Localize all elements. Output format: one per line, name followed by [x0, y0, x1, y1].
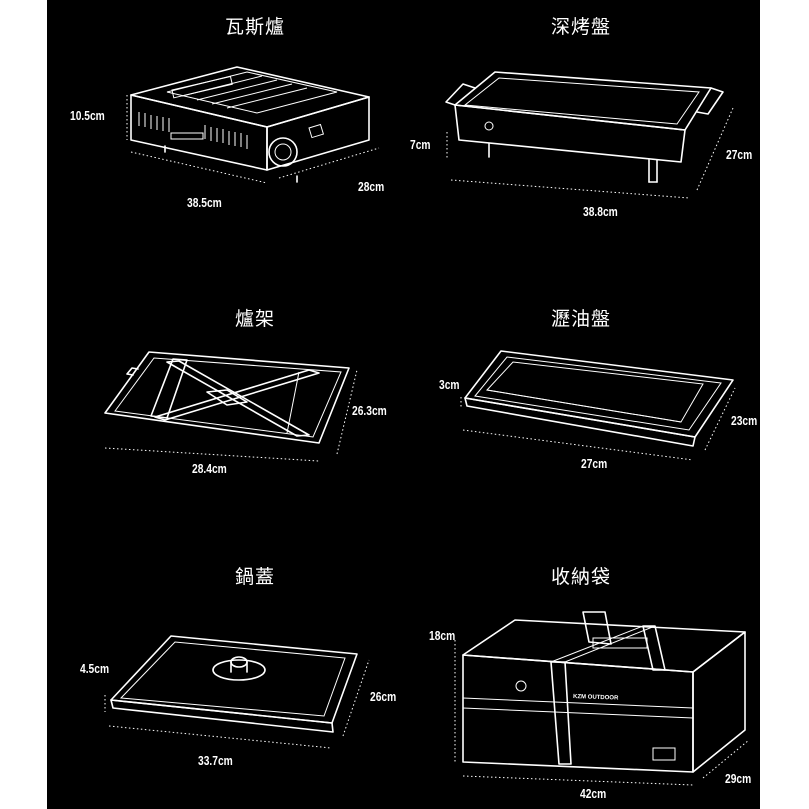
- lid-cell: 鍋蓋 4.5cm 33.7cm 26cm: [47, 540, 403, 809]
- deep-tray-cell: 深烤盤 7cm 38.8cm 27cm: [403, 0, 759, 270]
- product-dimensions-panel: 瓦斯爐: [47, 0, 760, 809]
- storage-bag-title: 收納袋: [550, 566, 611, 588]
- drip-tray-length: 27cm: [581, 457, 608, 471]
- deep-tray-length: 38.8cm: [583, 205, 618, 219]
- bag-brand-label: KZM OUTDOOR: [573, 694, 619, 702]
- gas-stove-title: 瓦斯爐: [224, 16, 285, 38]
- storage-bag-illustration: KZM OUTDOOR: [454, 611, 750, 786]
- storage-bag-cell: 收納袋 KZM OUTDOOR: [403, 540, 759, 809]
- storage-bag-width: 29cm: [725, 772, 752, 786]
- drip-tray-cell: 瀝油盤 3cm 27cm 23cm: [403, 270, 759, 540]
- deep-tray-illustration: [445, 71, 734, 199]
- storage-bag-height: 18cm: [429, 629, 456, 643]
- lid-title: 鍋蓋: [234, 566, 275, 588]
- drip-tray-height: 3cm: [439, 378, 460, 392]
- gas-stove-height: 10.5cm: [70, 109, 105, 123]
- lid-length: 33.7cm: [198, 754, 233, 768]
- gas-stove-cell: 瓦斯爐: [47, 0, 403, 270]
- grill-rack-title: 爐架: [234, 308, 275, 330]
- storage-bag-length: 42cm: [580, 787, 607, 801]
- gas-stove-width: 28cm: [358, 180, 385, 194]
- deep-tray-width: 27cm: [726, 148, 753, 162]
- gas-stove-length: 38.5cm: [187, 196, 222, 210]
- lid-illustration: [104, 635, 370, 749]
- grill-rack-length: 28.4cm: [192, 462, 227, 476]
- deep-tray-title: 深烤盤: [550, 16, 611, 38]
- drip-tray-title: 瀝油盤: [550, 308, 611, 330]
- grill-rack-illustration: [104, 351, 358, 462]
- gas-stove-illustration: [126, 66, 380, 184]
- lid-height: 4.5cm: [80, 662, 110, 676]
- lid-width: 26cm: [370, 690, 397, 704]
- drip-tray-illustration: [460, 350, 736, 461]
- grill-rack-cell: 爐架 28.4cm 26.3cm: [47, 270, 403, 540]
- drip-tray-width: 23cm: [731, 414, 758, 428]
- deep-tray-height: 7cm: [410, 138, 431, 152]
- grill-rack-width: 26.3cm: [352, 404, 387, 418]
